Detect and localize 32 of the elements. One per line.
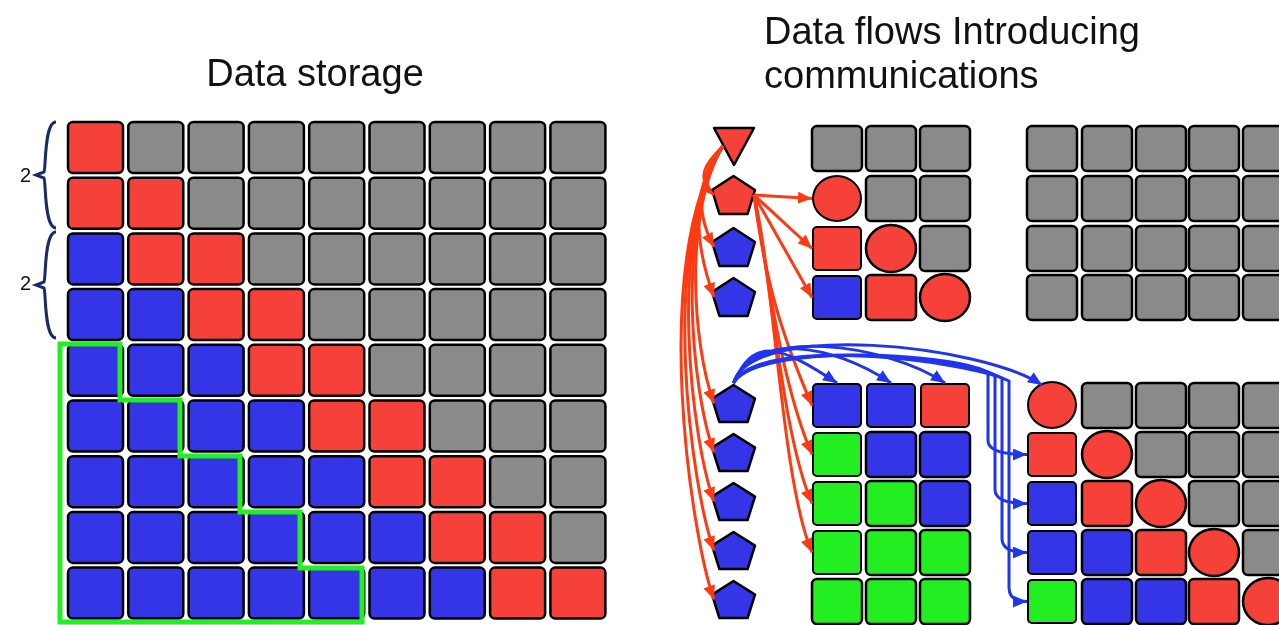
arrow	[732, 353, 1028, 607]
arrow	[732, 343, 1043, 387]
triangle-shape	[712, 125, 756, 167]
count-label: 2	[20, 164, 32, 187]
pentagon-shape	[710, 174, 757, 216]
pentagon-shape	[710, 530, 757, 571]
circle-shape	[812, 175, 862, 222]
heading: Data storage	[205, 52, 425, 96]
square-cell	[1027, 579, 1077, 624]
pentagon-shape	[710, 579, 757, 620]
pentagon-shape	[710, 481, 757, 522]
square-cell	[866, 383, 916, 428]
square-cell	[812, 481, 862, 526]
square-cell	[812, 383, 862, 428]
square-cell	[812, 275, 862, 320]
arrow	[753, 193, 813, 250]
square-cell	[812, 432, 862, 477]
count-label: 2	[20, 272, 32, 295]
arrow	[753, 191, 813, 204]
pentagon-shape	[710, 226, 757, 268]
square-cell	[812, 226, 862, 271]
pentagon-shape	[710, 276, 757, 318]
square-cell	[812, 530, 862, 575]
pentagon-shape	[710, 432, 757, 473]
arrow	[679, 145, 725, 600]
circle-shape	[1027, 381, 1077, 429]
square-cell	[1027, 432, 1077, 477]
heading: Data flows Introducing communications	[764, 10, 1141, 98]
square-cell	[1027, 481, 1077, 526]
square-cell	[1027, 530, 1077, 575]
pentagon-shape	[710, 383, 757, 424]
square-cell	[920, 383, 970, 428]
